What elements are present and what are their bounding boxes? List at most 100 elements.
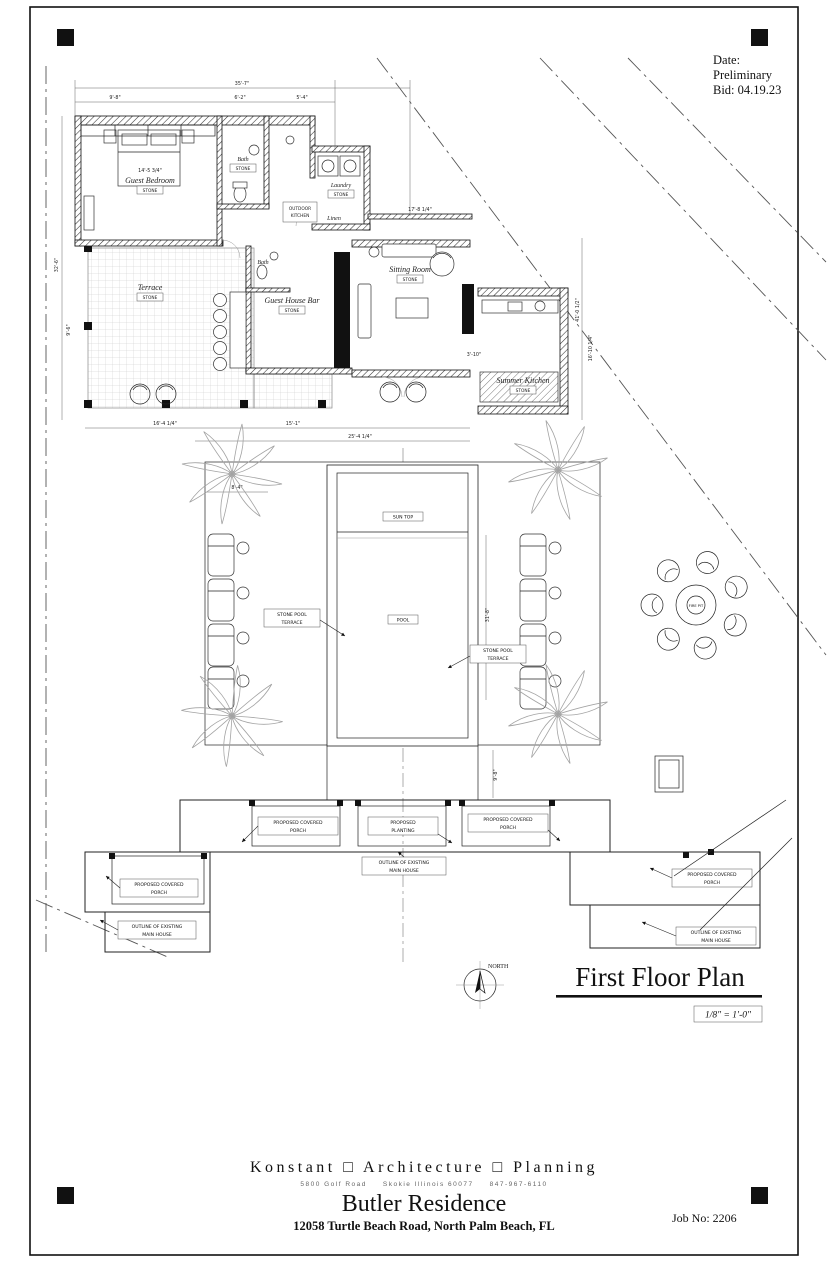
pool: SUN TOP POOL <box>326 464 479 747</box>
dim: 9'-8" <box>493 769 499 780</box>
dimension-lines <box>61 80 583 798</box>
media-wall <box>334 252 350 368</box>
proposed-covered-porch-label: PORCH <box>500 825 516 831</box>
dim: 25'-4 1/4" <box>348 434 372 440</box>
lounge-chair <box>207 666 250 710</box>
dim: 16'-4 1/4" <box>153 421 177 427</box>
powder-bath-fixtures <box>256 251 279 280</box>
stone-pool-terrace-label: STONE POOL <box>483 648 513 654</box>
dim: 3'-10" <box>467 352 481 358</box>
furniture <box>80 124 559 405</box>
pool-area: SUN TOP POOL STONE POOL TERRACE STONE PO… <box>161 405 625 800</box>
date-value: Preliminary <box>713 68 773 82</box>
floor-tag-stone: STONE <box>334 192 349 198</box>
floor-tag-stone: STONE <box>516 388 531 394</box>
bar-stool <box>213 309 227 323</box>
firm-name: Konstant □ Architecture □ Planning <box>250 1159 598 1176</box>
property-lines <box>35 57 827 962</box>
room-sitting-room: Sitting Room <box>389 265 431 274</box>
corner-mark <box>57 29 74 46</box>
stone-pool-terrace-label: TERRACE <box>280 620 302 626</box>
dimension-labels: 35'-7" 9'-8" 6'-2" 5'-4" 17'-8 1/4" 32'-… <box>54 81 594 781</box>
proposed-covered-porch-label: PROPOSED COVERED <box>483 817 533 823</box>
dim: 8'-4" <box>231 485 242 491</box>
floor-tag-stone: STONE <box>285 308 300 314</box>
lounge-chair <box>207 533 250 577</box>
floor-tag-stone: STONE <box>143 295 158 301</box>
existing-main-house: PROPOSED COVERED PORCH PROPOSED PLANTING… <box>84 755 793 953</box>
proposed-covered-porch-label: PROPOSED COVERED <box>134 882 184 888</box>
sitting-room-furniture <box>357 243 455 339</box>
fire-pit-chair <box>693 548 722 577</box>
walls <box>74 115 569 415</box>
north-label: NORTH <box>488 964 509 970</box>
corner-mark <box>751 29 768 46</box>
shower-head <box>285 135 295 145</box>
registration-marks <box>57 29 768 1204</box>
washer-dryer <box>317 155 361 177</box>
proposed-covered-porch-label: PROPOSED COVERED <box>687 872 737 878</box>
outline-existing-label: MAIN HOUSE <box>389 868 419 874</box>
outline-existing-label: MAIN HOUSE <box>142 932 172 938</box>
fire-pit-chair <box>640 593 664 617</box>
planting-bed <box>357 805 447 847</box>
pool-label: POOL <box>397 618 410 624</box>
floor-tag-stone: STONE <box>143 188 158 194</box>
outdoor-kitchen-tag: OUTDOOR KITCHEN <box>282 201 318 223</box>
outdoor-kitchen-label: OUTDOOR <box>289 206 311 212</box>
dim: 15'-1" <box>286 421 300 427</box>
title-underline <box>556 995 762 998</box>
outdoor-kitchen-label: KITCHEN <box>291 213 310 219</box>
north-arrow: NORTH <box>456 961 509 1009</box>
date-block: Date: Preliminary Bid: 04.19.23 <box>713 53 781 97</box>
porch-right <box>461 805 551 847</box>
terrace-chair <box>379 381 401 403</box>
bath-fixtures <box>232 144 260 203</box>
property-line <box>376 57 827 656</box>
room-laundry: Laundry <box>330 183 352 189</box>
room-linen: Linen <box>326 216 341 222</box>
dim: 31'-8" <box>485 608 491 622</box>
summer-kitchen-counter <box>481 299 559 314</box>
stone-pool-terrace-label: STONE POOL <box>277 612 307 618</box>
firm-address: 5800 Golf Road Skokie Illinois 60077 847… <box>300 1181 547 1188</box>
fire-pit-label: FIRE PIT <box>689 604 704 608</box>
stone-pool-terrace-label: TERRACE <box>486 656 508 662</box>
dim: 35'-7" <box>235 81 249 87</box>
closet <box>80 124 216 137</box>
porch-far-left <box>111 855 205 905</box>
corner-mark <box>751 1187 768 1204</box>
north-needle <box>475 971 480 993</box>
job-number: Job No: 2206 <box>672 1211 737 1225</box>
bid-date: Bid: 04.19.23 <box>713 83 781 97</box>
terrace-labels: STONE POOL TERRACE STONE POOL TERRACE <box>263 608 527 669</box>
dim: 9'-8" <box>109 95 120 101</box>
fire-pit-chair <box>652 623 685 656</box>
porch-left <box>251 805 341 847</box>
dim: 17'-8 1/4" <box>408 207 432 213</box>
lounge-chair <box>207 623 250 667</box>
project-address: 12058 Turtle Beach Road, North Palm Beac… <box>293 1219 554 1233</box>
bar-stool <box>213 293 227 307</box>
property-line <box>539 57 827 361</box>
palm-tree <box>493 405 623 535</box>
fire-pit-area: FIRE PIT <box>640 548 752 662</box>
terrace-chair <box>405 381 427 403</box>
bar-stool <box>213 357 227 371</box>
fire-pit-chair <box>652 554 685 587</box>
proposed-covered-porch-label: PROPOSED COVERED <box>273 820 323 826</box>
room-powder-bath: Bath <box>257 260 268 266</box>
dresser <box>83 195 95 231</box>
date-label: Date: <box>713 53 740 67</box>
dim: 9'-6" <box>66 324 72 335</box>
palm-tree <box>161 645 303 787</box>
project-name: Butler Residence <box>342 1191 507 1217</box>
fire-pit-chair <box>721 572 752 602</box>
drawing-title: First Floor Plan <box>575 962 745 992</box>
floor-tag-stone: STONE <box>236 166 251 172</box>
proposed-covered-porch-label: PORCH <box>290 828 306 834</box>
proposed-planting-label: PLANTING <box>391 828 415 834</box>
dim: 32'-6" <box>54 258 60 272</box>
